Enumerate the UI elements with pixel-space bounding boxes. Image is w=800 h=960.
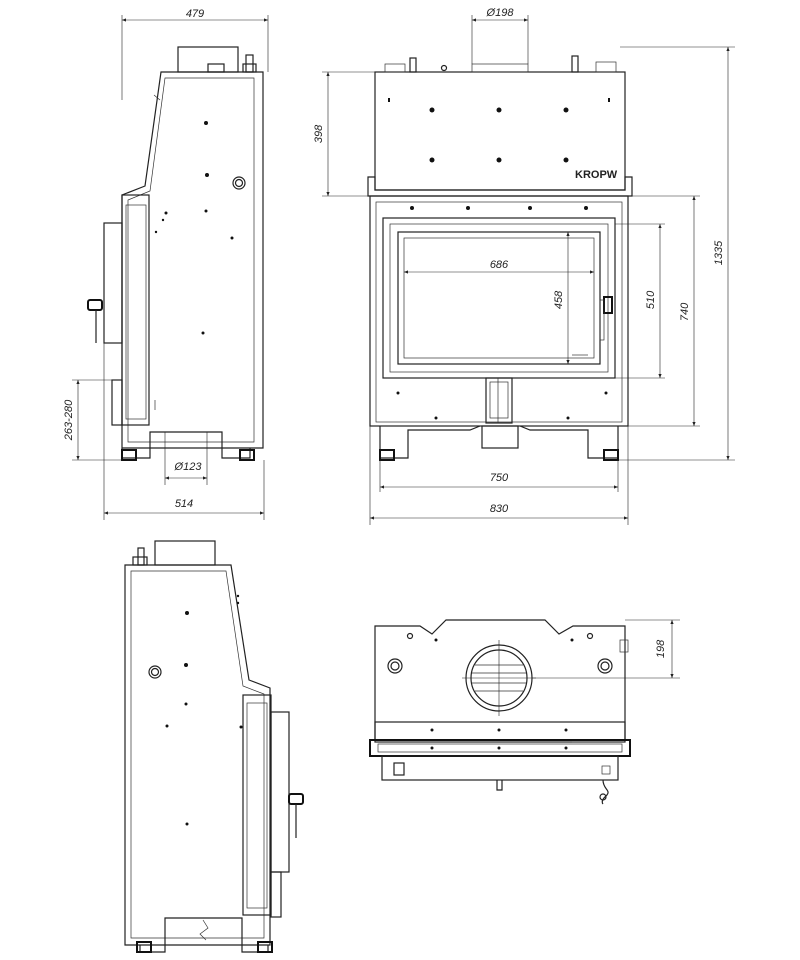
dim-front-opening-height: 740 xyxy=(679,302,691,321)
side-view-mirrored xyxy=(124,540,304,953)
dim-inlet-height: 263-280 xyxy=(63,399,75,441)
side-view: 479 514 263-280 Ø123 xyxy=(63,8,269,520)
dim-door-height: 510 xyxy=(645,290,657,309)
dim-total-height: 1335 xyxy=(713,240,725,265)
dim-glass-height: 458 xyxy=(553,290,565,309)
dim-glass-width: 686 xyxy=(490,259,509,271)
plan-view: 198 xyxy=(369,619,680,805)
dim-plan-depth: 198 xyxy=(655,639,667,658)
dim-total-width: 830 xyxy=(490,503,509,515)
dim-flue-diameter-side: Ø123 xyxy=(174,461,203,473)
dim-top-section-height: 398 xyxy=(313,124,325,143)
dim-flue-diameter-top: Ø198 xyxy=(486,7,515,19)
brand-label: KROPW xyxy=(575,169,618,181)
dim-side-depth-top: 479 xyxy=(186,8,204,20)
dim-side-depth-bottom: 514 xyxy=(175,498,193,510)
front-view: KROPW 686 45 xyxy=(313,7,735,525)
dim-base-width: 750 xyxy=(490,472,509,484)
